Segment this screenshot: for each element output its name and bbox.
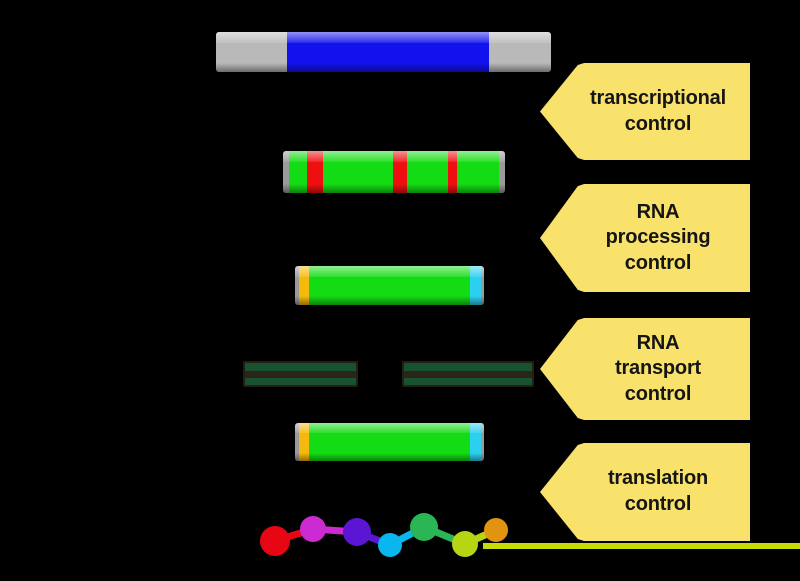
amino-acid-residue [300,516,326,542]
envelope-core-stripe [245,371,356,378]
nuclear-envelope-left [243,361,358,387]
poly-a-tail [470,423,481,461]
intron-stripe [448,151,457,193]
mrna-body [309,266,470,305]
label-rna-transport-control: RNA transport control [540,318,750,420]
primary-transcript-bar [283,151,505,193]
amino-acid-residue [260,526,290,556]
dna-bar [216,32,551,72]
intron-stripe [393,151,407,193]
label-transcriptional-control: transcriptional control [540,63,750,160]
mrna-right-end [481,423,484,461]
dna-right-cap [489,32,551,72]
five-prime-cap [299,266,309,305]
mrna-body [309,423,470,461]
amino-acid-residue [484,518,508,542]
label-translation-control: translation control [540,443,750,541]
envelope-core-stripe [404,371,532,378]
amino-acid-residue [410,513,438,541]
transcript-right-end [499,151,505,193]
mrna-bar-nuclear [295,266,484,305]
label-rna-processing-control: RNA processing control [540,184,750,292]
nuclear-envelope-right [402,361,534,387]
amino-acid-residue [343,518,371,546]
transcript-left-end [283,151,289,193]
mrna-right-end [481,266,484,305]
mrna-left-end [295,266,299,305]
mrna-left-end [295,423,299,461]
amino-acid-residue [452,531,478,557]
poly-a-tail [470,266,481,305]
amino-acid-residue [378,533,402,557]
five-prime-cap [299,423,309,461]
dna-left-cap [216,32,287,72]
dna-coding-region [287,32,489,72]
highlight-underline [483,543,800,549]
protein-chain [250,503,520,567]
mrna-bar-cytoplasmic [295,423,484,461]
intron-stripe [307,151,323,193]
